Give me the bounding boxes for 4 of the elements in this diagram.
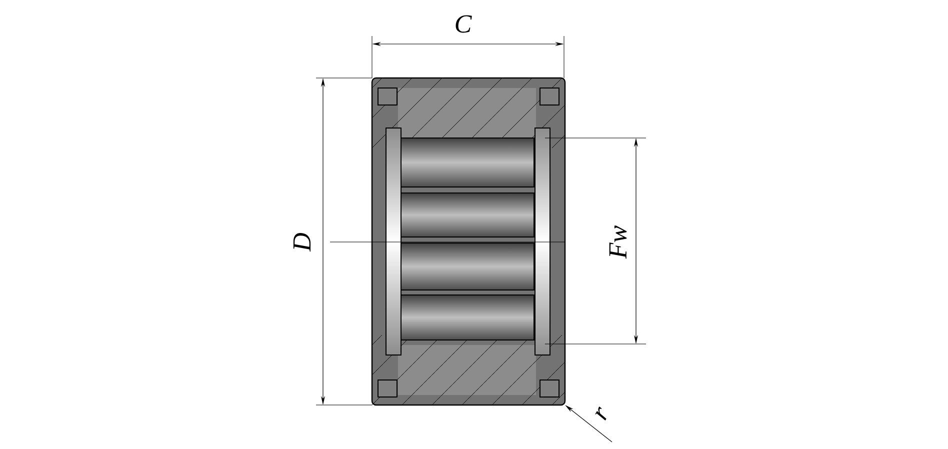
dimension-label: Fw <box>609 226 627 259</box>
dimension-label: D <box>293 233 311 252</box>
dimension-label: r <box>595 406 606 421</box>
dimension-label: C <box>456 15 472 33</box>
